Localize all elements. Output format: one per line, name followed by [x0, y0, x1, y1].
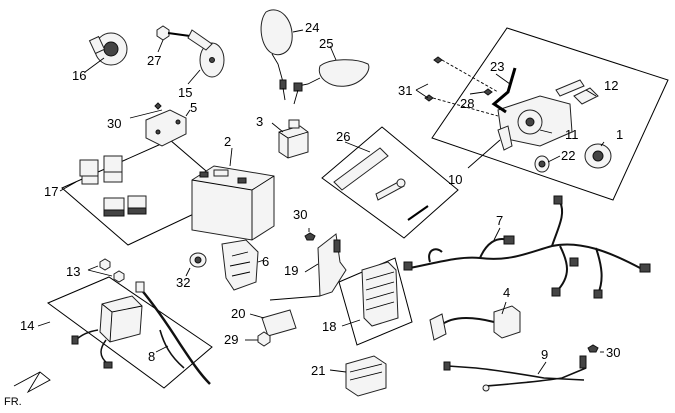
- callout-29: 29: [224, 332, 238, 347]
- part-5-relay-bracket: [145, 109, 187, 147]
- callout-27: 27: [147, 53, 161, 68]
- part-6-connector: [221, 239, 259, 291]
- callout-17: 17: [44, 184, 58, 199]
- part-1-cap: [584, 143, 612, 169]
- part-19-bracket: [317, 233, 347, 297]
- callout-10: 10: [448, 172, 462, 187]
- callout-8: 8: [148, 349, 155, 364]
- part-17-relays: [79, 155, 147, 217]
- callout-14: 14: [20, 318, 34, 333]
- callout-30-c: 30: [606, 345, 620, 360]
- callout-2: 2: [224, 134, 231, 149]
- panel-14-starter-relay: [46, 276, 213, 389]
- callout-22: 22: [561, 148, 575, 163]
- callout-31: 31: [398, 83, 412, 98]
- part-3-flasher: [278, 119, 309, 159]
- part-8-battery-cable: [135, 281, 211, 385]
- part-7-wiring-harness: [403, 195, 651, 299]
- part-9-ground-wire: [443, 355, 587, 392]
- part-32-grommet: [189, 252, 207, 268]
- callout-28: 28: [460, 96, 474, 111]
- part-13-nuts: [99, 258, 125, 283]
- part-2-battery: [191, 165, 275, 241]
- part-20-stay: [261, 295, 321, 337]
- callout-3: 3: [256, 114, 263, 129]
- callout-6: 6: [262, 254, 269, 269]
- callout-11: 11: [565, 127, 579, 142]
- callout-25: 25: [319, 36, 333, 51]
- part-12-bolt: [555, 79, 599, 105]
- callout-4: 4: [503, 285, 510, 300]
- part-15-bracket: [187, 29, 225, 78]
- callout-24: 24: [305, 20, 319, 35]
- callout-1: 1: [616, 127, 623, 142]
- part-11-ignition-switch: [497, 95, 573, 151]
- callout-19: 19: [284, 263, 298, 278]
- callout-9: 9: [541, 347, 548, 362]
- callout-7: 7: [496, 213, 503, 228]
- callout-15: 15: [178, 85, 192, 100]
- part-14-starter-relay: [71, 295, 143, 369]
- part-4-ignition-coil: [429, 305, 521, 341]
- part-22-grommet: [534, 155, 550, 173]
- part-16-horn: [88, 32, 128, 66]
- callout-12: 12: [604, 78, 618, 93]
- callout-13: 13: [66, 264, 80, 279]
- callout-32: 32: [176, 275, 190, 290]
- callout-5: 5: [190, 100, 197, 115]
- part-25-mirror-right: [293, 59, 370, 105]
- callout-26: 26: [336, 129, 350, 144]
- part-21-cdi: [345, 355, 387, 397]
- callout-30-b: 30: [293, 207, 307, 222]
- direction-arrow: [13, 371, 51, 394]
- panel-10-ignition-switch: [431, 27, 669, 201]
- callout-30: 30: [107, 116, 121, 131]
- part-24-mirror-left: [260, 9, 293, 101]
- part-18-regulator: [361, 261, 399, 327]
- direction-label: FR.: [4, 396, 22, 408]
- callout-20: 20: [231, 306, 245, 321]
- callout-16: 16: [72, 68, 86, 83]
- callout-21: 21: [311, 363, 325, 378]
- part-31-screws: [424, 56, 499, 117]
- callout-23: 23: [490, 59, 504, 74]
- part-23-lever: [491, 67, 517, 114]
- part-29-bolt: [257, 331, 271, 347]
- part-26-tool-kit: [333, 147, 429, 221]
- panel-26-tools: [321, 126, 459, 239]
- part-27-bolt: [156, 25, 191, 41]
- callout-18: 18: [322, 319, 336, 334]
